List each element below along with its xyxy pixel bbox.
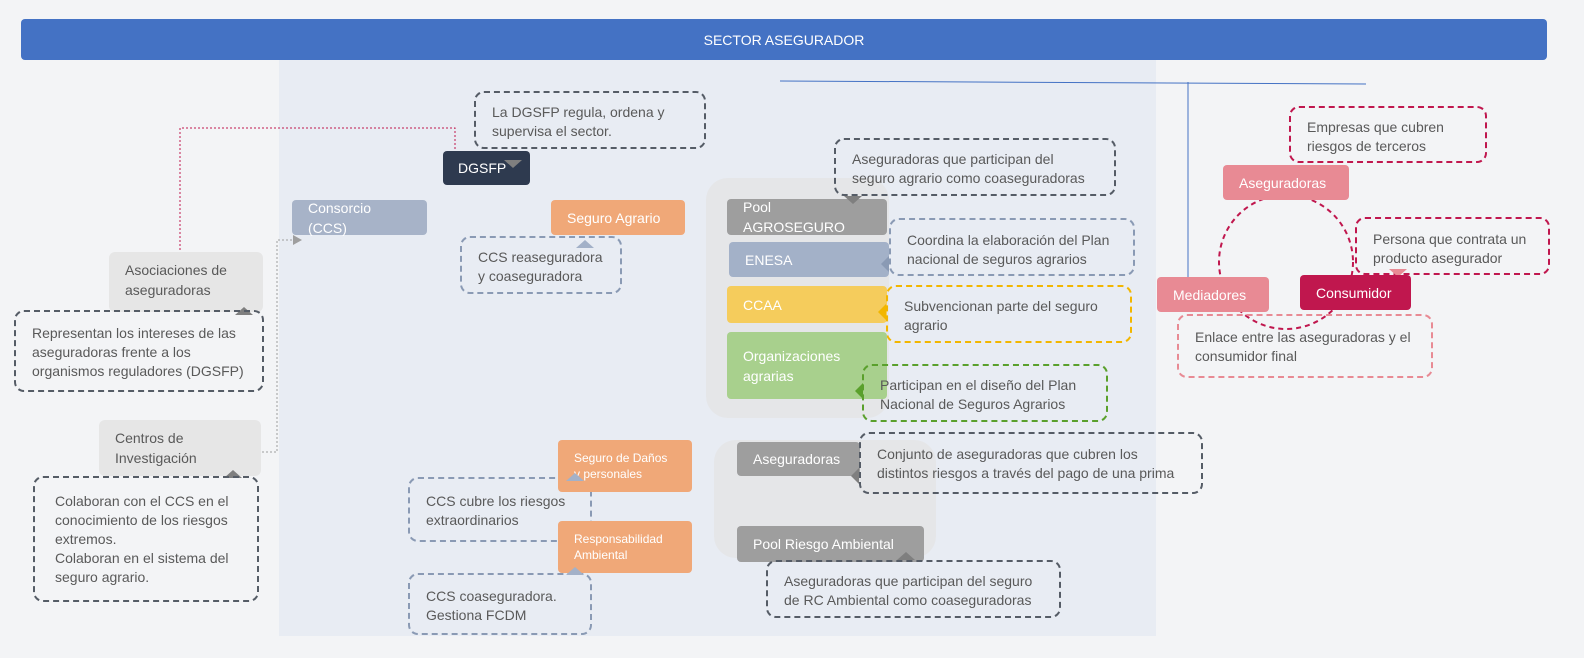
top-line [779,80,1367,85]
responsabilidad-pointer [566,567,584,575]
seguro-agrario-note: CCS reaseguradora y coaseguradora [460,236,622,294]
consumidor-pointer [1389,269,1407,277]
pool-ambiental-box[interactable]: Pool Riesgo Ambiental [737,526,924,562]
mediadores-box[interactable]: Mediadores [1157,277,1269,312]
responsabilidad-box[interactable]: Responsabilidad Ambiental [558,521,692,573]
consorcio-box[interactable]: Consorcio (CCS) [292,200,427,236]
dgsfp-pointer [504,160,522,168]
consorcio-arrow [293,235,302,245]
dgsfp-connector [179,127,456,258]
asociaciones-box[interactable]: Asociaciones de aseguradoras [109,252,263,312]
asociaciones-note: Representan los intereses de las asegura… [14,310,264,392]
right-aseguradoras-note: Empresas que cubren riesgos de terceros [1289,106,1487,163]
dgsfp-note: La DGSFP regula, ordena y supervisa el s… [474,91,706,149]
mediadores-note: Enlace entre las aseguradoras y el consu… [1177,314,1433,378]
seguro-danos-box[interactable]: Seguro de Daños y personales [558,440,692,492]
seguro-danos-pointer [566,473,584,481]
organizaciones-note: Participan en el diseño del Plan Naciona… [862,364,1108,422]
ccaa-pointer [878,304,886,320]
consumidor-box[interactable]: Consumidor [1300,275,1411,310]
centros-note: Colaboran con el CCS en el conocimiento … [33,476,259,602]
centros-pointer [224,470,242,478]
market-aseguradoras-pointer [851,468,859,484]
seguro-agrario-pointer [576,240,594,248]
seguro-agrario-box[interactable]: Seguro Agrario [551,200,685,235]
market-aseguradoras-box[interactable]: Aseguradoras [737,442,860,476]
centros-box[interactable]: Centros de Investigación [99,420,261,476]
dgsfp-box[interactable]: DGSFP [443,151,530,185]
responsabilidad-note: CCS coaseguradora. Gestiona FCDM [408,573,592,635]
centros-note-line2: Colaboran en el sistema del seguro agrar… [55,550,229,585]
consumidor-note: Persona que contrata un producto asegura… [1355,217,1550,275]
market-aseguradoras-note: Conjunto de aseguradoras que cubren los … [859,432,1203,494]
centros-connector [262,239,295,453]
seguro-danos-note: CCS cubre los riesgos extraordinarios [408,477,592,542]
centros-note-line1: Colaboran con el CCS en el conocimiento … [55,493,229,547]
pool-ambiental-pointer [897,552,915,560]
page-title: SECTOR ASEGURADOR [21,19,1547,60]
ccaa-note: Subvencionan parte del seguro agrario [886,285,1132,343]
enesa-pointer [881,256,889,272]
pool-agroseguro-note: Aseguradoras que participan del seguro a… [834,138,1116,196]
enesa-note: Coordina la elaboración del Plan naciona… [889,218,1135,276]
pool-agroseguro-pointer [844,196,862,204]
organizaciones-pointer [855,383,863,399]
enesa-box[interactable]: ENESA [729,242,889,277]
right-aseguradoras-box[interactable]: Aseguradoras [1223,165,1349,200]
ccaa-box[interactable]: CCAA [727,286,887,323]
pool-agroseguro-box[interactable]: Pool AGROSEGURO [727,199,887,235]
pool-ambiental-note: Aseguradoras que participan del seguro d… [766,560,1061,618]
